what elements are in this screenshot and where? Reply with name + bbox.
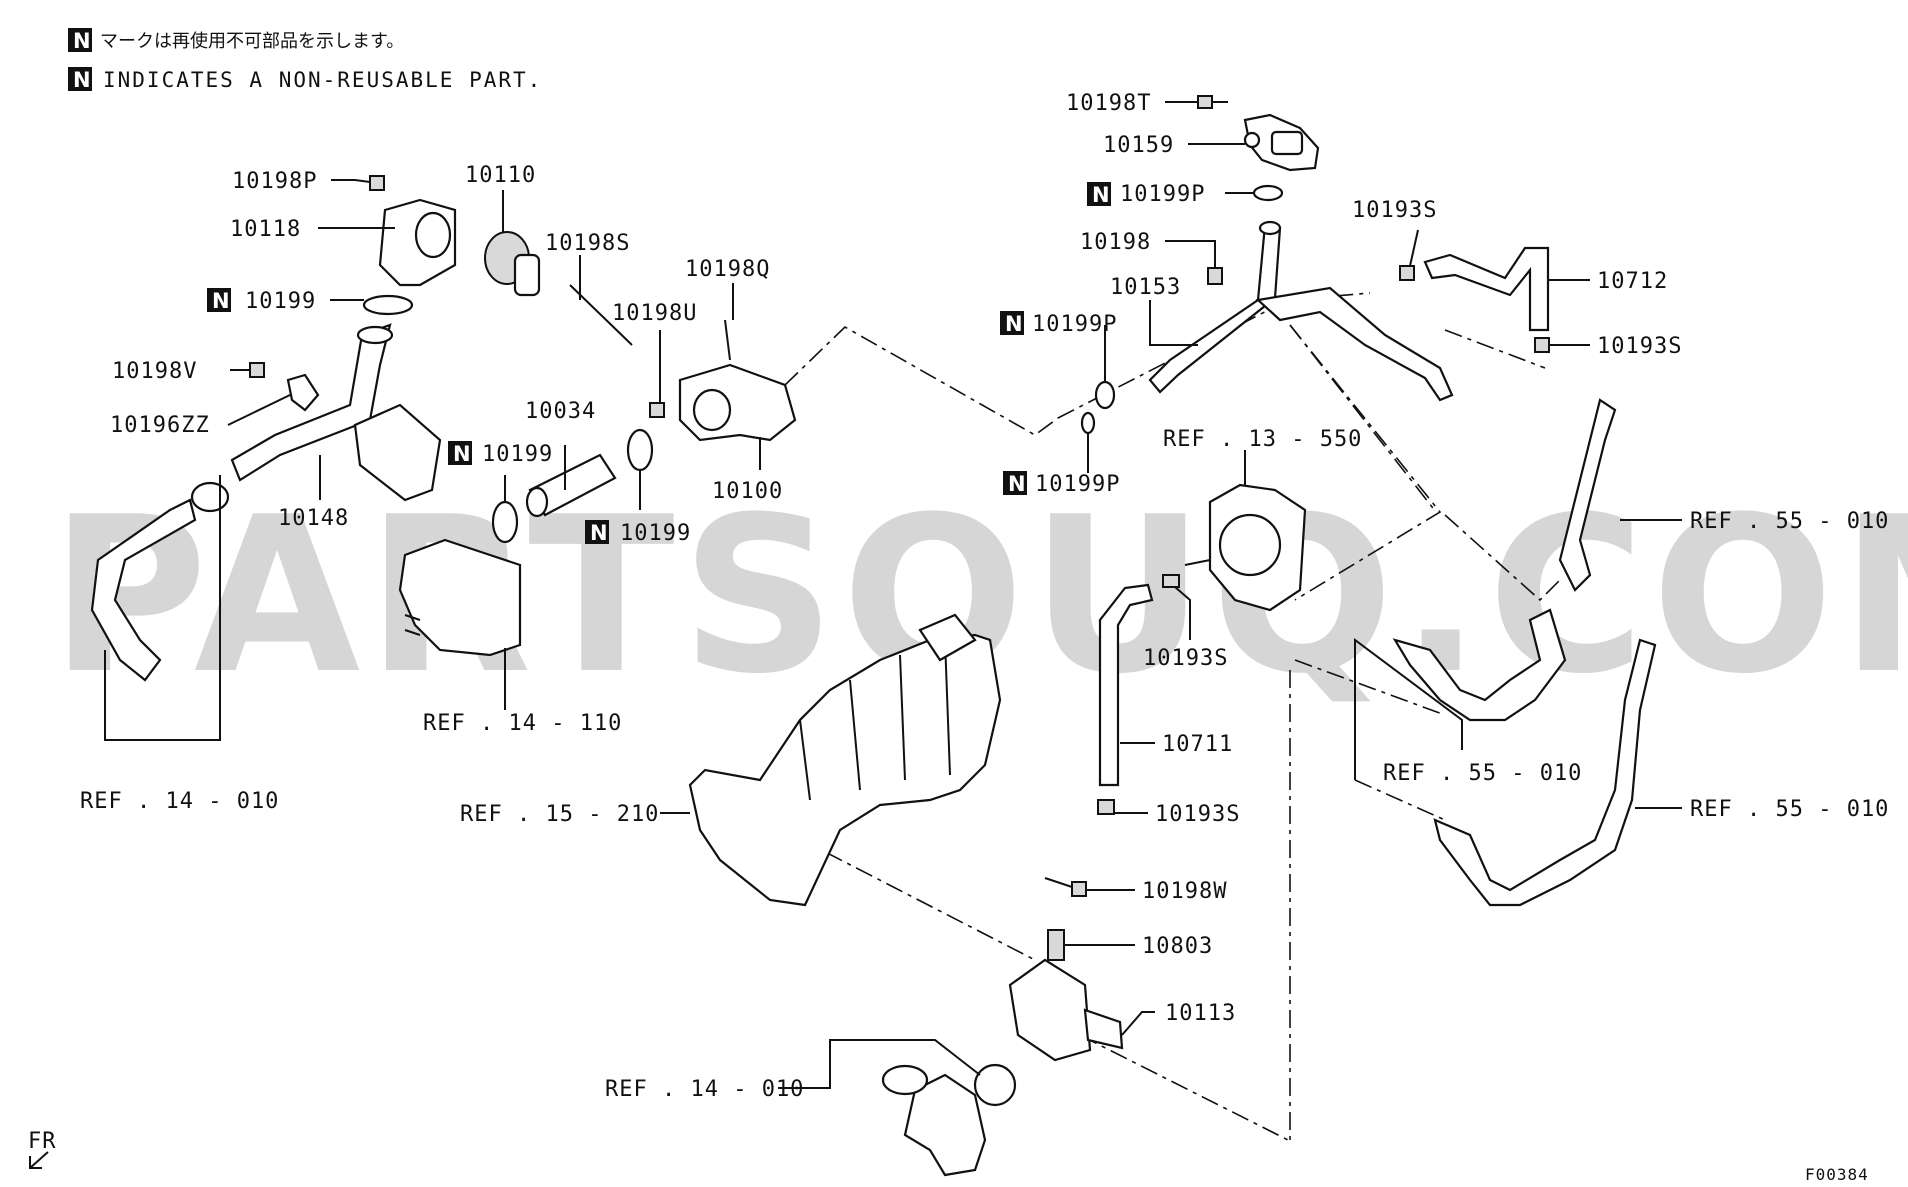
front-arrow-icon [29,1151,49,1169]
o-ring-10199-a-icon [362,294,414,316]
label-10159: 10159 [1103,133,1174,158]
assembly-lines [704,292,1561,1141]
o-ring-10199P-icon [1252,184,1284,202]
hose-10712-icon [1423,246,1550,332]
non-reusable-badge [68,67,92,91]
water-pipe-10148-icon [230,323,392,482]
label-ref-55-010-c: REF . 55 - 010 [1690,797,1889,822]
figure-id: F00384 [1805,1165,1869,1184]
label-10198T: 10198T [1066,91,1151,116]
label-ref-55-010-b: REF . 55 - 010 [1383,761,1582,786]
label-10100: 10100 [712,479,783,504]
label-10199P-mid: 10199P [1032,312,1117,337]
label-10193S-b: 10193S [1597,334,1682,359]
label-10198W: 10198W [1142,879,1227,904]
label-10199-a: 10199 [245,289,316,314]
badge-letter: N [453,442,471,466]
o-ring-10199-b-icon [491,500,519,544]
intake-manifold-icon [688,613,1002,907]
label-10193S-c: 10193S [1143,646,1228,671]
bolt-10198W-icon [1044,877,1087,897]
o-ring-10199P-mid-icon [1094,380,1116,410]
upper-hose-icon [90,498,197,682]
label-fr: FR [28,1129,57,1154]
part-shapes [29,95,1657,1177]
water-pipe-branch-icon [1255,286,1454,402]
bolt-10198P-icon [354,175,385,191]
water-outlet-10159-icon [1243,113,1320,172]
label-10198S: 10198S [545,231,630,256]
label-10148: 10148 [278,506,349,531]
legend-english: INDICATES A NON-REUSABLE PART. [103,68,542,92]
label-10198Q: 10198Q [685,257,770,282]
badge-letter: N [1092,183,1110,207]
label-10199P-top: 10199P [1120,182,1205,207]
clamp-10193S-a-icon [1399,265,1415,281]
label-10110: 10110 [465,163,536,188]
label-ref-55-010-a: REF . 55 - 010 [1690,509,1889,534]
bolt-10198Q-icon [724,319,731,361]
bolt-10198U-icon [649,402,665,418]
o-ring-10199P-low-icon [1080,411,1096,435]
sensor-10803-icon [1047,929,1065,961]
label-10199-b: 10199 [482,442,553,467]
label-10199-c: 10199 [620,521,691,546]
label-ref-14-010-b: REF . 14 - 010 [605,1077,804,1102]
label-10199P-low: 10199P [1035,472,1120,497]
thermostat-10110-icon [484,231,541,297]
label-10118: 10118 [230,217,301,242]
label-ref-14-010-a: REF . 14 - 010 [80,789,279,814]
non-reusable-badge [68,28,92,52]
clamp-10193S-c-icon [1162,574,1180,588]
legend-japanese: マークは再使用不可部品を示します。 [100,31,404,52]
hose-10711-icon [1098,583,1154,787]
heater-hose-c-icon [1433,638,1657,907]
label-10153: 10153 [1110,275,1181,300]
badge-letter: N [73,68,91,92]
water-housing-10113-icon [1008,958,1092,1062]
clamp-10193S-b-icon [1534,337,1550,353]
bolt-10198V-icon [249,362,265,378]
label-10198: 10198 [1080,230,1151,255]
badge-letter: N [212,289,230,313]
label-10712: 10712 [1597,269,1668,294]
label-10198P: 10198P [232,169,317,194]
bracket-10196ZZ-icon [286,373,320,412]
heater-hose-a-icon [1558,398,1617,592]
clamp-10193S-d-icon [1097,799,1115,815]
label-10803: 10803 [1142,934,1213,959]
heater-hose-b-icon [1392,608,1567,722]
label-10198U: 10198U [612,301,697,326]
part-labels: 10198T 10159 N 10199P 10198 10153 N 1019… [28,91,1889,1184]
label-10711: 10711 [1162,732,1233,757]
heat-shield-icon [353,403,442,502]
lower-hose-icon [903,1073,987,1177]
label-ref-13-550: REF . 13 - 550 [1163,427,1362,452]
badge-letter: N [590,521,608,545]
leader-lines [104,101,1682,1089]
label-ref-14-110: REF . 14 - 110 [423,711,622,736]
label-ref-15-210: REF . 15 - 210 [460,802,659,827]
label-10034: 10034 [525,399,596,424]
bolt-10198-icon [1207,258,1223,285]
water-pipe-10153-icon [1148,223,1282,394]
legend: N マークは再使用不可部品を示します。 N INDICATES A NON-RE… [68,28,542,92]
label-10196ZZ: 10196ZZ [110,413,210,438]
label-10113: 10113 [1165,1001,1236,1026]
badge-letter: N [1005,312,1023,336]
label-10193S-d: 10193S [1155,802,1240,827]
o-ring-10199-c-icon [626,428,654,472]
badge-letter: N [73,29,91,53]
label-10198V: 10198V [112,359,197,384]
bolt-10198T-icon [1197,95,1228,109]
label-10193S-a: 10193S [1352,198,1437,223]
badge-letter: N [1008,472,1026,496]
